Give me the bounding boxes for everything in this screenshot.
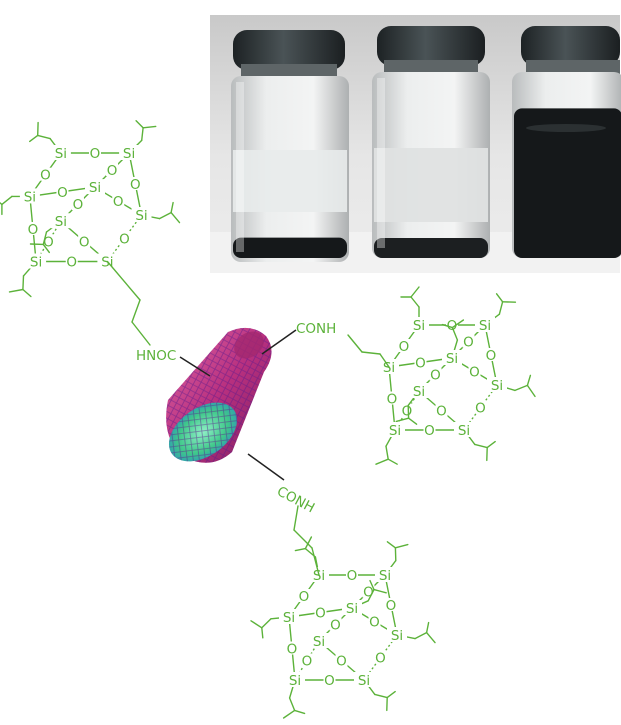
- vial-2-sediment: [374, 238, 488, 258]
- oxygen-2-5: O: [469, 365, 480, 381]
- oxygen-1-6: O: [28, 222, 39, 238]
- silicon-3-5: Si: [313, 634, 325, 650]
- oxygen-2-8: O: [430, 368, 441, 384]
- oxygen-1-1: O: [40, 168, 51, 184]
- vial-2: [372, 26, 490, 258]
- oxygen-2-1: O: [399, 339, 410, 355]
- oxygen-2-7: O: [402, 404, 413, 420]
- oxygen-1-7: O: [43, 234, 54, 250]
- silicon-2-2: Si: [383, 360, 395, 376]
- oxygen-3-7: O: [302, 654, 313, 670]
- oxygen-3-11: O: [336, 654, 347, 670]
- oxygen-1-8: O: [73, 197, 84, 213]
- vial-1-sediment: [233, 237, 347, 258]
- oxygen-1-10: O: [119, 231, 130, 247]
- oxygen-1-5: O: [113, 194, 124, 210]
- vial-1: [231, 30, 349, 262]
- oxygen-1-11: O: [79, 234, 90, 250]
- carbon-nanotube: [166, 327, 272, 463]
- oxygen-1-4: O: [130, 177, 141, 193]
- vial-3: [512, 26, 621, 258]
- oxygen-1-2: O: [107, 163, 118, 179]
- silicon-3-0: Si: [313, 568, 325, 584]
- oxygen-3-10: O: [375, 651, 386, 667]
- vial-2-cap: [377, 26, 485, 66]
- silicon-3-4: Si: [391, 628, 403, 644]
- oxygen-3-1: O: [299, 589, 310, 605]
- silicon-2-1: Si: [479, 318, 491, 334]
- oxygen-1-0: O: [90, 146, 101, 162]
- silicon-2-5: Si: [413, 384, 425, 400]
- oxygen-3-2: O: [363, 585, 374, 601]
- oxygen-2-6: O: [387, 392, 398, 408]
- silicon-2-4: Si: [491, 378, 503, 394]
- silicon-1-1: Si: [123, 146, 135, 162]
- vials-photo: [210, 15, 621, 273]
- vial-1-cap: [233, 30, 345, 70]
- vial-3-dispersion: [514, 108, 621, 258]
- silicon-1-4: Si: [135, 208, 147, 224]
- link-left: [179, 356, 211, 377]
- silicon-2-6: Si: [389, 423, 401, 439]
- silicon-2-0: Si: [413, 318, 425, 334]
- silicon-1-3: Si: [89, 180, 101, 196]
- oxygen-2-4: O: [486, 348, 497, 364]
- silicon-3-7: Si: [358, 673, 370, 689]
- oxygen-3-9: O: [324, 673, 335, 689]
- silicon-1-2: Si: [24, 189, 36, 205]
- silicon-1-0: Si: [55, 146, 67, 162]
- oxygen-3-6: O: [287, 642, 298, 658]
- link-bottom: [247, 453, 285, 481]
- oxygen-2-3: O: [415, 356, 426, 372]
- oxygen-3-3: O: [315, 606, 326, 622]
- oxygen-3-0: O: [347, 568, 358, 584]
- oxygen-2-11: O: [436, 404, 447, 420]
- oxygen-2-10: O: [475, 401, 486, 417]
- silicon-3-2: Si: [283, 610, 295, 626]
- oxygen-3-4: O: [386, 598, 397, 614]
- oxygen-2-0: O: [447, 318, 458, 334]
- oxygen-3-8: O: [330, 618, 341, 634]
- oxygen-2-2: O: [463, 335, 474, 351]
- amide-top-label: CONH: [296, 321, 336, 337]
- link-top: [261, 329, 297, 355]
- silicon-3-6: Si: [289, 673, 301, 689]
- amide-bottom-label: CONH: [274, 483, 317, 516]
- oxygen-1-9: O: [66, 255, 77, 271]
- silicon-2-7: Si: [458, 423, 470, 439]
- silicon-3-3: Si: [346, 601, 358, 617]
- silicon-1-6: Si: [30, 255, 42, 271]
- oxygen-2-9: O: [424, 423, 435, 439]
- vial-3-cap: [521, 26, 620, 66]
- silicon-2-3: Si: [446, 351, 458, 367]
- oxygen-3-5: O: [369, 615, 380, 631]
- amide-left-label: HNOC: [136, 348, 176, 364]
- silicon-1-5: Si: [55, 214, 67, 230]
- oxygen-1-3: O: [57, 185, 68, 201]
- silicon-3-1: Si: [379, 568, 391, 584]
